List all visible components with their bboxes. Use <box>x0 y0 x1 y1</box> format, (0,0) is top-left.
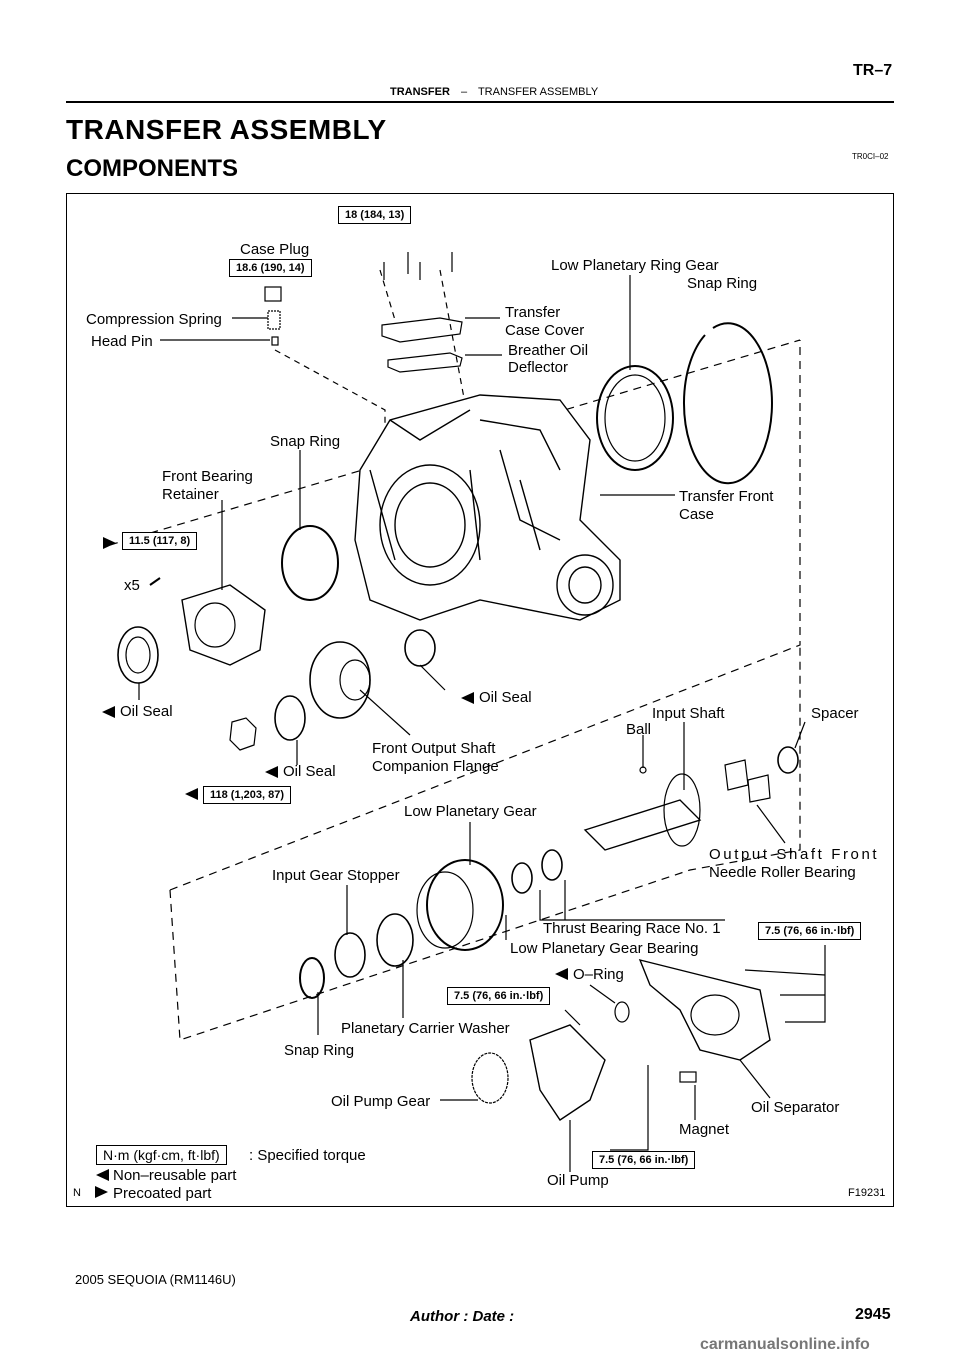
torque-case-plug: 18.6 (190, 14) <box>229 259 312 277</box>
legend-precoated: Precoated part <box>113 1185 212 1202</box>
deflector-shape <box>387 352 463 373</box>
label-transfer-front-1: Transfer Front <box>679 488 774 505</box>
snap-ring-mid-shape <box>281 525 339 601</box>
page-title: TRANSFER ASSEMBLY <box>66 114 387 145</box>
dashed-outline-upper <box>169 340 801 891</box>
label-front-bearing-1: Front Bearing <box>162 468 253 485</box>
oil-pump-shape <box>529 1024 606 1121</box>
footer-model: 2005 SEQUOIA (RM1146U) <box>75 1272 236 1287</box>
non-reusable-arrow-2 <box>461 692 474 704</box>
planetary-gear-shape <box>426 859 504 951</box>
transfer-front-case <box>354 394 621 621</box>
non-reusable-arrow-3 <box>265 766 278 778</box>
legend-precoat-arrow <box>95 1186 108 1198</box>
legend-non-reusable: Non–reusable part <box>113 1167 237 1184</box>
label-input-shaft: Input Shaft <box>652 705 725 722</box>
torque-pump-bolts-upper: 7.5 (76, 66 in.·lbf) <box>447 987 551 1005</box>
label-front-bearing-2: Retainer <box>162 486 219 503</box>
label-thrust-race: Thrust Bearing Race No. 1 <box>543 920 721 937</box>
torque-flange-nut: 118 (1,203, 87) <box>203 786 292 804</box>
non-reusable-arrow-5 <box>555 968 568 980</box>
label-snap-ring-mid: Snap Ring <box>270 433 341 450</box>
section-header: TRANSFER – TRANSFER ASSEMBLY <box>390 86 598 98</box>
n-mark: N <box>73 1187 81 1199</box>
label-oil-seal-3: Oil Seal <box>283 763 336 780</box>
page-code: TR–7 <box>853 62 893 79</box>
label-low-planetary-bearing: Low Planetary Gear Bearing <box>510 940 699 957</box>
section-rest: TRANSFER ASSEMBLY <box>477 86 599 98</box>
figure-number: F19231 <box>848 1187 886 1199</box>
non-reusable-arrow-4 <box>185 788 198 800</box>
oil-seal-left-shape <box>117 626 159 684</box>
label-case-plug: Case Plug <box>240 241 310 258</box>
reference-code: TR0CI–02 <box>852 152 889 161</box>
label-o-ring: O–Ring <box>573 966 624 983</box>
dashed-outline-lower <box>169 645 801 1041</box>
diagram-frame <box>66 193 894 1207</box>
label-x5: x5 <box>124 577 140 594</box>
section-bold: TRANSFER <box>390 86 450 98</box>
label-spacer: Spacer <box>811 705 859 722</box>
label-low-planetary-ring-gear: Low Planetary Ring Gear <box>551 257 719 274</box>
label-oil-seal-1: Oil Seal <box>120 703 173 720</box>
torque-retainer-bolts: 11.5 (117, 8) <box>122 532 198 550</box>
label-compression-spring: Compression Spring <box>86 311 222 328</box>
legend-unit-box: N·m (kgf·cm, ft·lbf) <box>96 1145 227 1165</box>
ring-gear <box>596 365 674 471</box>
watermark: carmanualsonline.info <box>700 1336 870 1353</box>
precoat-arrow-1 <box>103 537 116 549</box>
footer-page-number: 2945 <box>855 1306 891 1323</box>
bearing-retainer-shape <box>181 584 266 666</box>
snap-ring-top-shape <box>682 322 773 485</box>
page-subtitle: COMPONENTS <box>66 155 239 182</box>
footer-author-date: Author : Date : <box>410 1308 515 1325</box>
label-oil-separator: Oil Separator <box>751 1099 840 1116</box>
torque-pump-bolts-lower: 7.5 (76, 66 in.·lbf) <box>592 1151 696 1169</box>
label-planetary-washer: Planetary Carrier Washer <box>341 1020 510 1037</box>
label-oil-seal-2: Oil Seal <box>479 689 532 706</box>
label-transfer-case-cover-1: Transfer <box>505 304 561 321</box>
label-breather-2: Deflector <box>508 359 569 376</box>
label-output-bearing-1: Output Shaft Front <box>709 846 880 863</box>
legend-non-reusable-arrow <box>96 1169 109 1181</box>
label-breather-1: Breather Oil <box>508 342 589 359</box>
label-snap-ring-bottom: Snap Ring <box>284 1042 355 1059</box>
case-cover-shape <box>381 317 463 343</box>
header-rule <box>66 101 894 103</box>
section-separator: – <box>460 86 468 98</box>
label-front-output-2: Companion Flange <box>372 758 499 775</box>
label-snap-ring-top: Snap Ring <box>687 275 758 292</box>
label-oil-pump-gear: Oil Pump Gear <box>331 1093 431 1110</box>
torque-cover-bolts: 18 (184, 13) <box>338 206 412 224</box>
label-transfer-case-cover-2: Case Cover <box>505 322 585 339</box>
legend-specified-torque: : Specified torque <box>249 1147 366 1164</box>
torque-separator-bolts: 7.5 (76, 66 in.·lbf) <box>758 922 862 940</box>
input-shaft-shape <box>583 799 702 851</box>
label-head-pin: Head Pin <box>91 333 153 350</box>
case-plug-shape <box>264 286 282 302</box>
label-low-planetary-gear: Low Planetary Gear <box>404 803 537 820</box>
label-input-gear-stopper: Input Gear Stopper <box>272 867 400 884</box>
dashed-outline-top <box>109 339 801 546</box>
label-front-output-1: Front Output Shaft <box>372 740 496 757</box>
label-ball: Ball <box>626 721 652 738</box>
label-oil-pump: Oil Pump <box>547 1172 609 1189</box>
label-magnet: Magnet <box>679 1121 730 1138</box>
label-output-bearing-2: Needle Roller Bearing <box>709 864 856 881</box>
oil-separator-shape <box>638 958 771 1061</box>
label-transfer-front-2: Case <box>679 506 715 523</box>
non-reusable-arrow-1 <box>102 706 115 718</box>
